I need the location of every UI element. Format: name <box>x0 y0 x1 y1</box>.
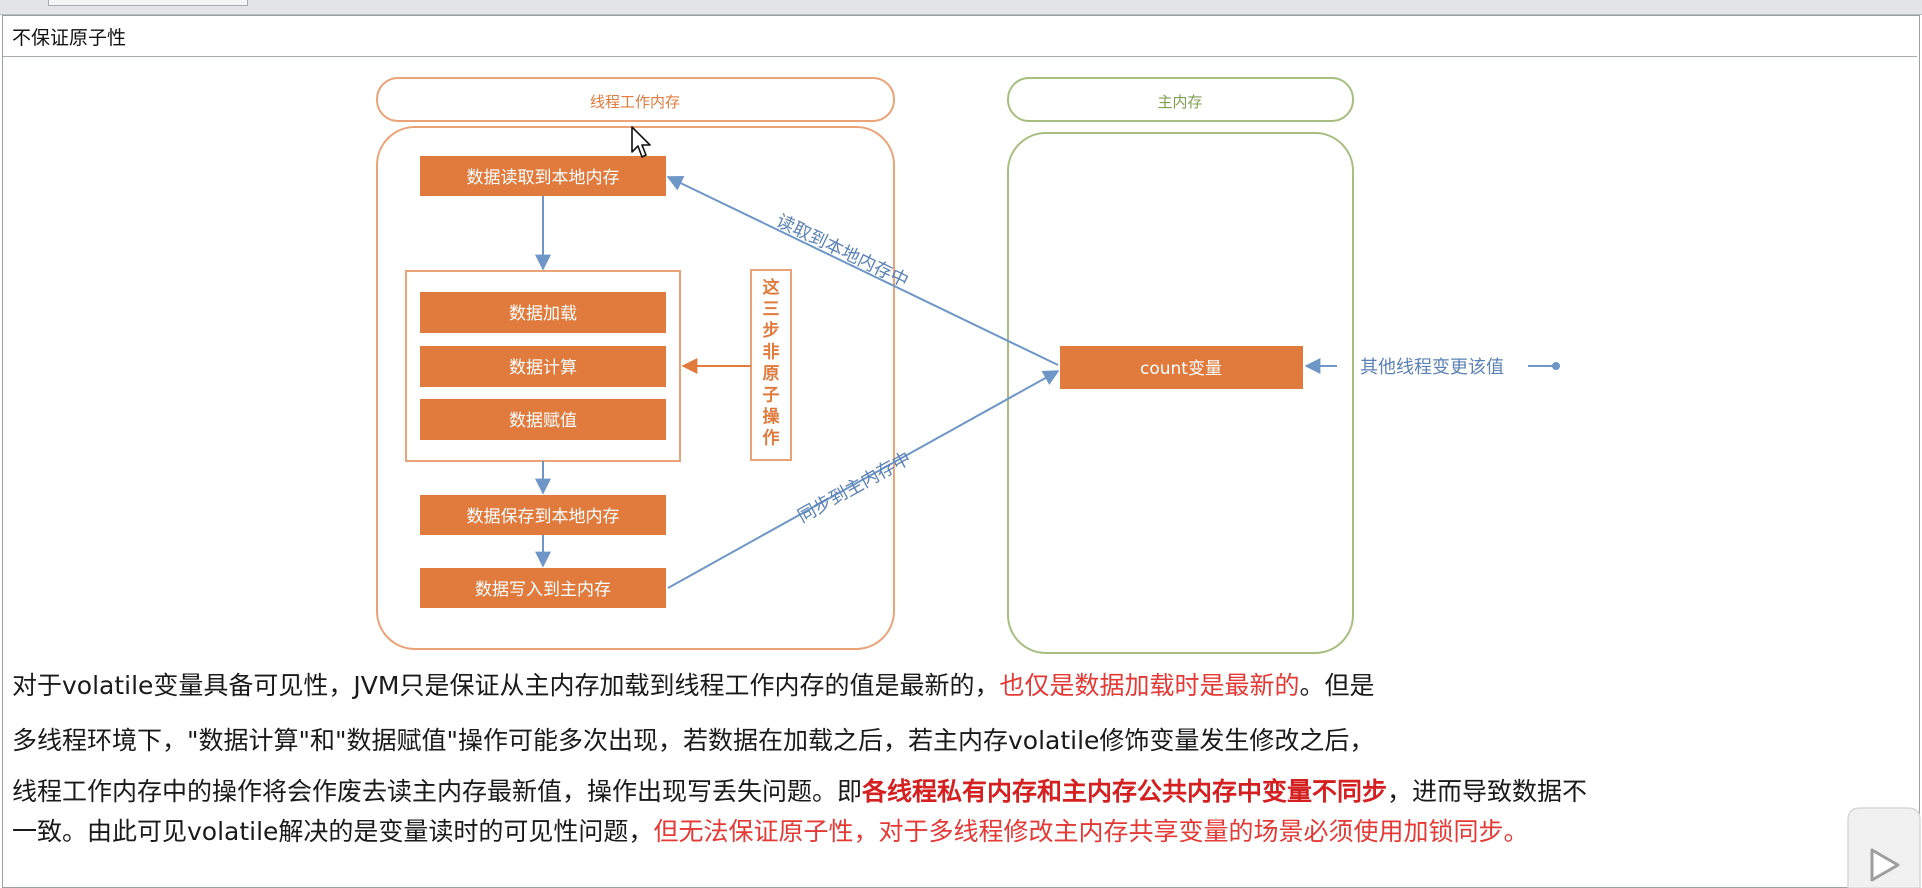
step-assign-label: 数据赋值 <box>509 411 577 431</box>
main-memory-header-label: 主内存 <box>1157 93 1202 111</box>
non-atomic-note-char: 作 <box>763 428 780 449</box>
step-read-to-local-label: 数据读取到本地内存 <box>467 168 620 188</box>
window-top-strip <box>0 0 1922 15</box>
main-memory-panel <box>1007 132 1354 654</box>
main-memory-header <box>1007 77 1354 122</box>
non-atomic-note-char: 子 <box>763 386 780 406</box>
paragraph-line-1-text: 对于volatile变量具备可见性，JVM只是保证从主内存加载到线程工作内存的值… <box>12 671 1000 700</box>
step-write-main-box <box>420 568 666 608</box>
step-write-main-label: 数据写入到主内存 <box>475 580 611 600</box>
step-compute-label: 数据计算 <box>509 358 577 378</box>
step-assign-box <box>420 399 666 440</box>
sync-to-main-arrow <box>667 370 1060 589</box>
step-read-to-local-box <box>420 156 666 196</box>
memory-model-diagram: 线程工作内存 主内存 数据读取到本地内存 数据加载 数据计算 数据赋值 这三步非… <box>370 73 1565 655</box>
non-atomic-note-char: 原 <box>763 364 780 384</box>
video-play-icon[interactable] <box>1826 790 1922 888</box>
non-atomic-note-char: 步 <box>763 320 780 341</box>
non-atomic-note-char: 这 <box>763 277 780 298</box>
paragraph-line-3-end: ，进而导致数据不 <box>1387 777 1588 806</box>
paragraph-line-2: 多线程环境下，"数据计算"和"数据赋值"操作可能多次出现，若数据在加载之后，若主… <box>12 726 1375 755</box>
window-tab[interactable] <box>48 0 248 6</box>
thread-memory-header-label: 线程工作内存 <box>590 93 680 111</box>
thread-memory-header <box>376 77 895 122</box>
read-to-local-arrow <box>666 176 1059 366</box>
non-atomic-note-label: 这三步非原子操作 <box>763 277 780 449</box>
step-save-local-box <box>420 495 666 535</box>
count-variable-label: count变量 <box>1140 359 1222 379</box>
mouse-cursor-icon <box>631 126 651 158</box>
paragraph-line-3-text: 线程工作内存中的操作将会作废去读主内存最新值，操作出现写丢失问题。即 <box>12 777 863 806</box>
paragraph-line-1-highlight: 也仅是数据加载时是最新的 <box>999 671 1300 700</box>
step-load-label: 数据加载 <box>509 304 577 324</box>
non-atomic-note-char: 操 <box>763 406 780 427</box>
step-compute-box <box>420 346 666 387</box>
non-atomic-note-box <box>750 269 792 461</box>
non-atomic-note-char: 非 <box>763 342 780 363</box>
step-load-box <box>420 292 666 333</box>
paragraph-line-1-end: 。但是 <box>1299 671 1375 700</box>
count-variable-box <box>1060 346 1303 389</box>
other-thread-origin-dot <box>1552 362 1560 370</box>
document-title: 不保证原子性 <box>12 27 127 49</box>
paragraph-line-3-highlight: 各线程私有内存和主内存公共内存中变量不同步 <box>862 777 1388 806</box>
paragraph-line-3: 线程工作内存中的操作将会作废去读主内存最新值，操作出现写丢失问题。即各线程私有内… <box>12 776 1902 808</box>
step-save-local-label: 数据保存到本地内存 <box>467 507 620 527</box>
title-divider <box>3 56 1917 57</box>
paragraph-line-4-highlight: 但无法保证原子性，对于多线程修改主内存共享变量的场景必须使用加锁同步。 <box>653 817 1529 846</box>
paragraph-line-1: 对于volatile变量具备可见性，JVM只是保证从主内存加载到线程工作内存的值… <box>12 670 1902 702</box>
paragraph-line-4: 一致。由此可见volatile解决的是变量读时的可见性问题，但无法保证原子性，对… <box>12 816 1902 848</box>
non-atomic-note-char: 三 <box>763 300 780 320</box>
other-thread-label: 其他线程变更该值 <box>1360 357 1504 378</box>
paragraph-line-4-text: 一致。由此可见volatile解决的是变量读时的可见性问题， <box>12 817 654 846</box>
